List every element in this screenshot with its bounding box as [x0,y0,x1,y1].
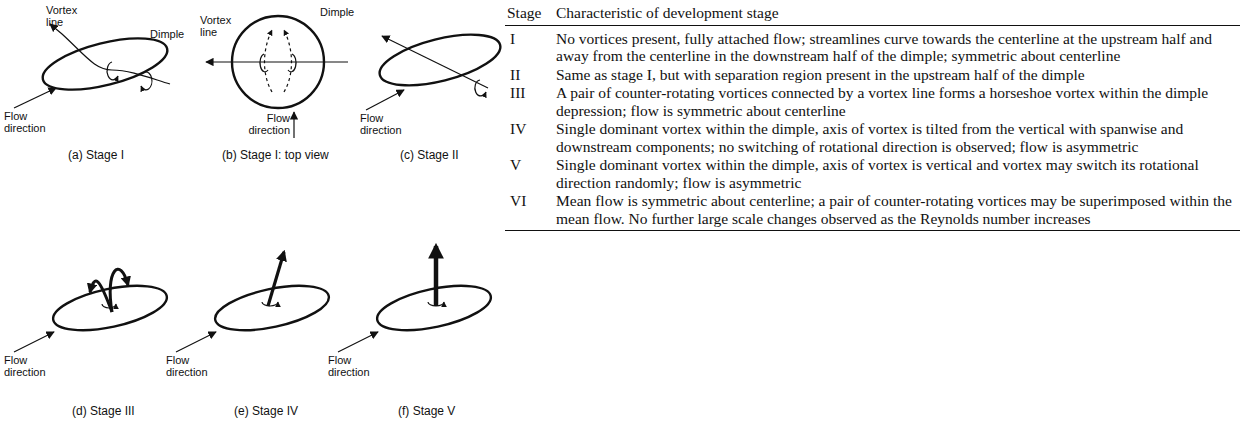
sketch-d [14,269,171,352]
stage-description: Single dominant vortex within the dimple… [556,156,1236,191]
sketch-b [206,16,348,138]
vortex-line-label: Vortex line [46,4,88,28]
sketch-f [338,246,495,352]
dimple-label: Dimple [150,28,200,40]
stage-description: Same as stage I, but with separation reg… [556,66,1236,84]
flow-direction-label: Flow direction [360,112,416,136]
stage-description: A pair of counter-rotating vortices conn… [556,84,1236,119]
flow-direction-label: Flow direction [236,112,290,136]
stage-number: VI [510,192,554,210]
stage-number: IV [510,120,554,138]
flow-direction-label: Flow direction [4,110,60,134]
sketch-caption: (c) Stage II [400,148,459,162]
stage-number: V [510,156,554,174]
stage-number: III [510,84,554,102]
table-header: Characteristic of development stage [556,4,1236,22]
sketch-caption: (f) Stage V [398,404,455,418]
table-rule [505,25,1240,26]
stage-description: No vortices present, fully attached flow… [556,30,1236,65]
stage-number: I [510,30,554,48]
stage-description: Mean flow is symmetric about centerline;… [556,192,1236,227]
sketch-caption: (b) Stage I: top view [222,148,329,162]
sketch-caption: (a) Stage I [68,148,124,162]
vortex-line-label: Vortex line [200,14,240,38]
stage-number: II [510,66,554,84]
flow-direction-label: Flow direction [166,354,222,378]
table-header: Stage [507,4,551,22]
sketch-caption: (d) Stage III [72,404,135,418]
table-rule [505,230,1240,231]
flow-direction-label: Flow direction [4,354,60,378]
sketch-e [176,252,333,352]
sketch-c [366,25,505,110]
stage-description: Single dominant vortex within the dimple… [556,120,1236,155]
sketch-a [14,24,172,108]
dimple-label: Dimple [320,6,370,18]
sketch-caption: (e) Stage IV [234,404,298,418]
flow-direction-label: Flow direction [328,354,384,378]
